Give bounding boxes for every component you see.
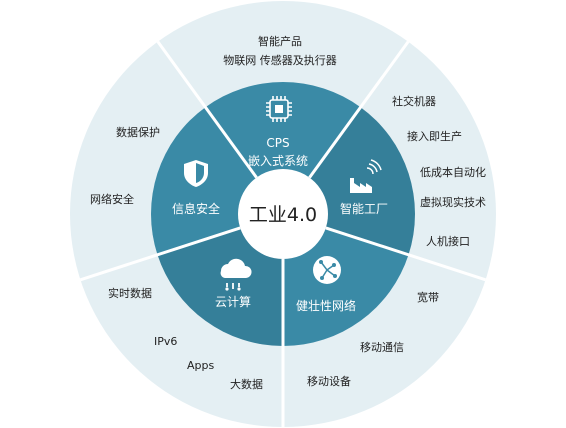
item-mobile-device: 移动设备 (307, 374, 351, 388)
globe-network-icon (313, 256, 341, 284)
item-plug-and-produce: 接入即生产 (407, 129, 462, 143)
outer-labels: 智能产品 物联网 传感器及执行器 社交机器 接入即生产 低成本自动化 虚拟现实技… (90, 34, 486, 391)
separator-line (325, 226, 487, 282)
inner-sector-network (283, 214, 409, 346)
center-label: 工业4.0 (249, 204, 317, 226)
item-virtual-reality: 虚拟现实技术 (420, 195, 486, 209)
shield-icon (184, 160, 208, 187)
segment-title-network: 健壮性网络 (296, 298, 356, 313)
outer-ring-separators (79, 40, 487, 427)
item-big-data: 大数据 (230, 377, 263, 391)
item-realtime-data: 实时数据 (108, 286, 152, 300)
item-low-cost-automation: 低成本自动化 (420, 165, 486, 179)
separator-line (79, 226, 241, 282)
item-broadband: 宽带 (417, 290, 439, 304)
separator-line (308, 40, 410, 179)
item-data-protection: 数据保护 (116, 125, 160, 139)
segment-title-factory: 智能工厂 (340, 201, 388, 216)
item-ipv6: IPv6 (154, 335, 177, 348)
segment-title-cps-line2: 嵌入式系统 (248, 154, 308, 168)
item-smart-product: 智能产品 (258, 34, 302, 48)
inner-labels: CPS 嵌入式系统 智能工厂 健壮性网络 云计算 信息安全 (172, 136, 388, 313)
item-network-security: 网络安全 (90, 192, 134, 206)
factory-icon (350, 159, 382, 193)
item-social-machines: 社交机器 (392, 94, 436, 108)
separator-line (156, 40, 258, 179)
inner-ring (150, 82, 415, 346)
inner-sector-cps (205, 82, 361, 215)
inner-sector-cloud (157, 214, 283, 346)
item-iot-sensors: 物联网 传感器及执行器 (223, 53, 337, 67)
segment-title-cloud: 云计算 (215, 294, 251, 309)
center-circle (238, 169, 328, 259)
segment-title-security: 信息安全 (172, 201, 220, 216)
item-mobile-comm: 移动通信 (360, 341, 404, 354)
cloud-icon (220, 258, 252, 291)
chip-icon (266, 96, 292, 122)
item-apps: Apps (187, 359, 214, 372)
item-hmi: 人机接口 (426, 234, 470, 248)
segment-title-cps-line1: CPS (266, 136, 289, 150)
